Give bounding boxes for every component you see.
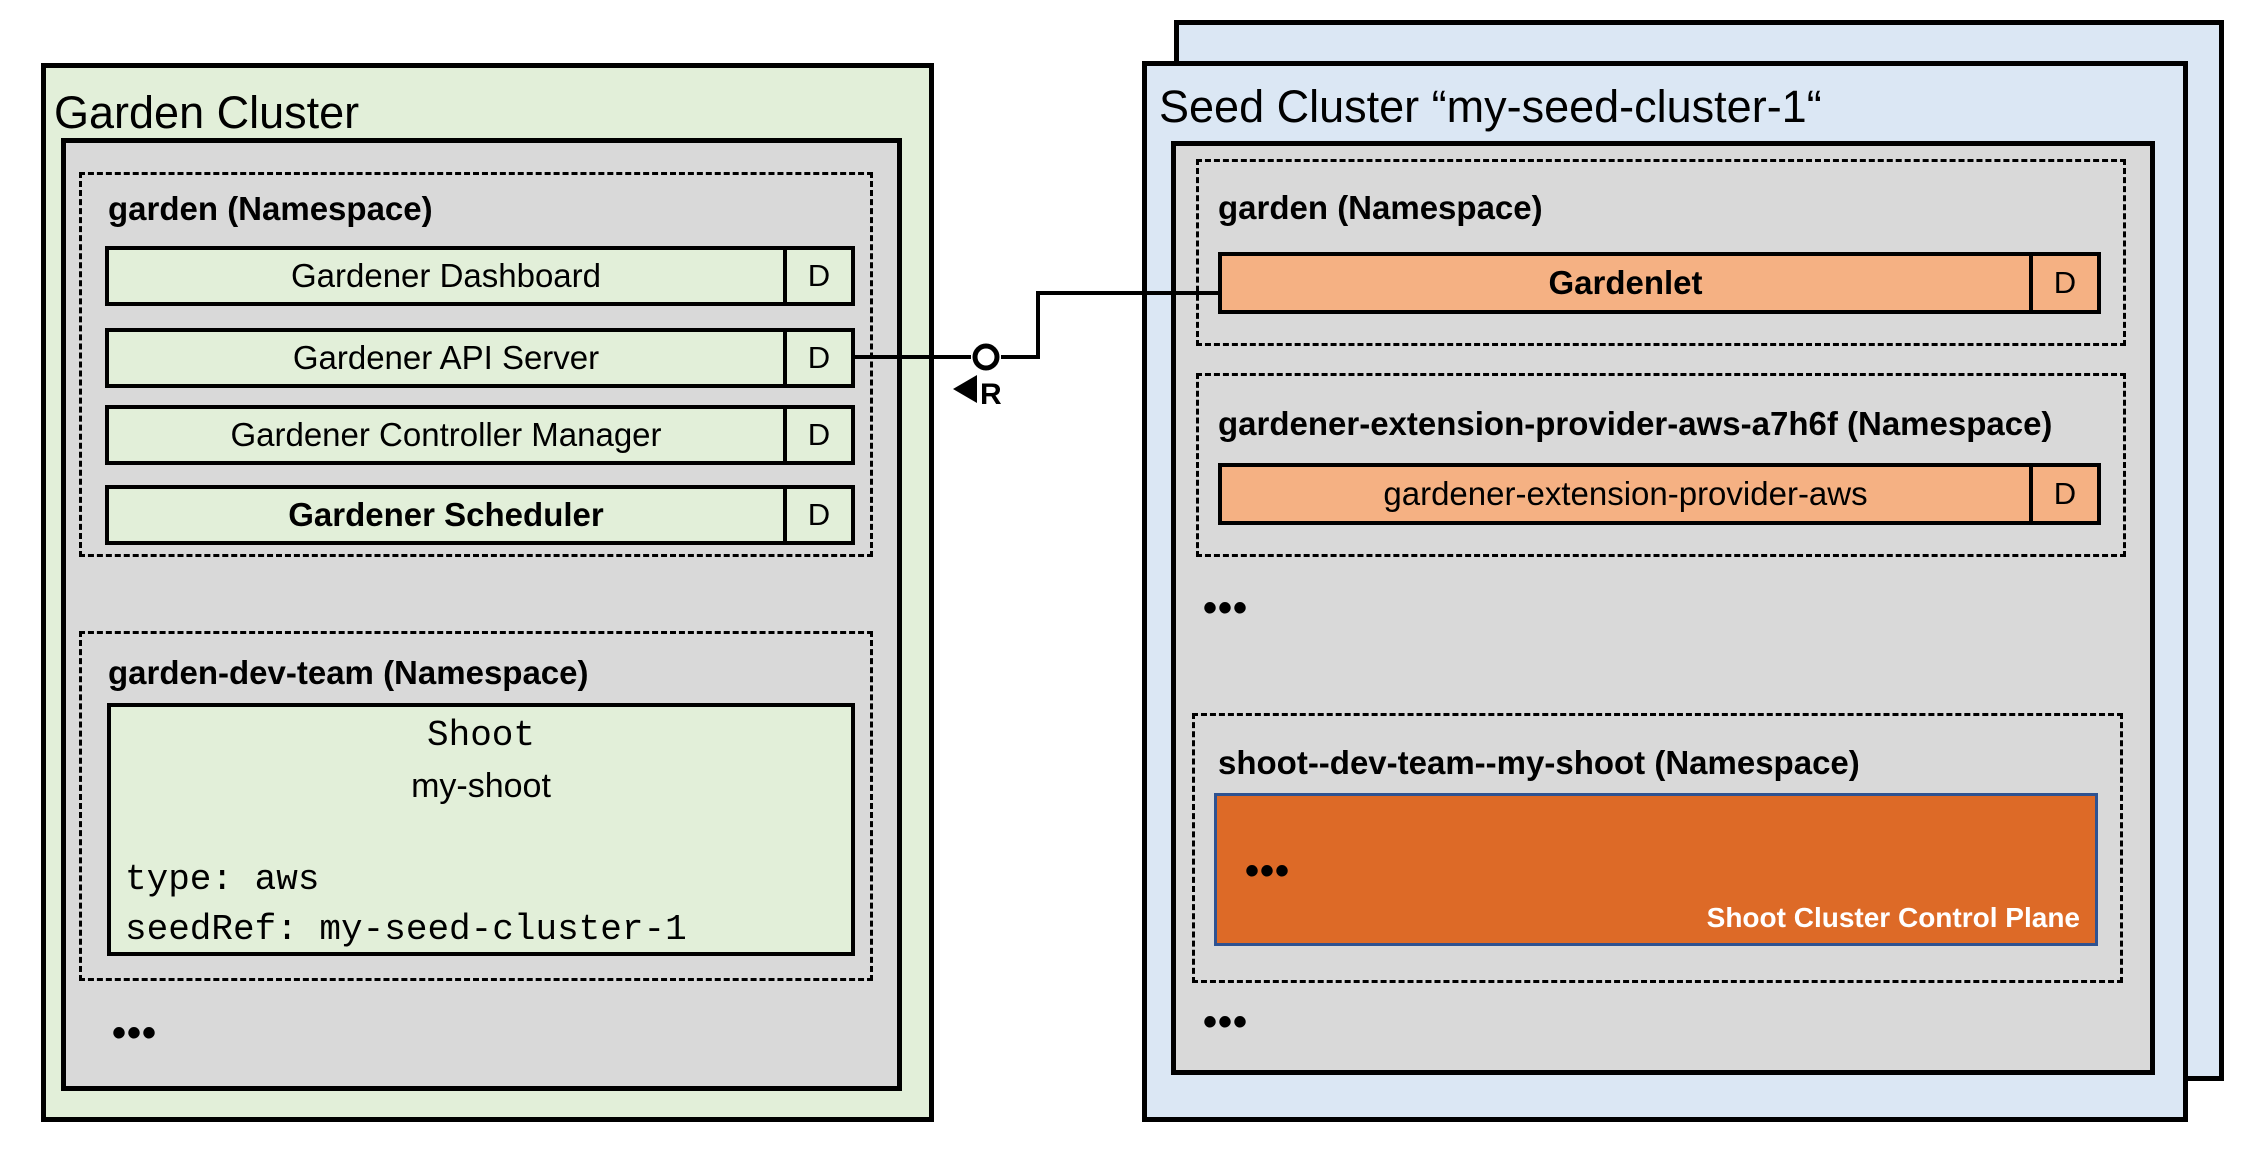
namespace-extension-provider-aws-header: gardener-extension-provider-aws-a7h6f (N… [1218, 405, 2053, 442]
namespace-garden-dev-team-header: garden-dev-team (Namespace) [108, 654, 589, 691]
garden-cluster-box: Garden Cluster garden (Namespace) Garden… [41, 63, 934, 1122]
deployment-badge: D [2029, 467, 2097, 521]
component-gardenlet: Gardenlet D [1218, 252, 2101, 314]
shoot-kind: Shoot [426, 715, 536, 756]
more-namespaces-ellipsis: ••• [1203, 1000, 1249, 1044]
component-gardener-dashboard: Gardener Dashboard D [105, 246, 855, 306]
deployment-badge: D [783, 489, 851, 541]
seed-cluster-title: Seed Cluster “my-seed-cluster-1“ [1159, 81, 1822, 132]
connector-label-r: R [980, 378, 1002, 411]
namespace-garden-left: garden (Namespace) Gardener Dashboard D … [79, 172, 873, 557]
namespace-garden-dev-team: garden-dev-team (Namespace) Shoot my-sho… [79, 631, 873, 981]
garden-cluster-panel: garden (Namespace) Gardener Dashboard D … [61, 138, 902, 1091]
namespace-shoot-dev-team-my-shoot-header: shoot--dev-team--my-shoot (Namespace) [1218, 744, 1860, 781]
namespace-garden-right-header: garden (Namespace) [1218, 189, 1543, 226]
more-namespaces-ellipsis: ••• [1203, 586, 1249, 630]
deployment-badge: D [783, 332, 851, 384]
deployment-badge: D [2029, 256, 2097, 310]
component-label: Gardener Dashboard [290, 257, 602, 294]
component-label: Gardener Scheduler [288, 496, 604, 533]
shoot-spec-type: type: aws [125, 859, 320, 900]
shoot-resource-box: Shoot my-shoot type: aws seedRef: my-see… [107, 703, 855, 956]
shoot-name: my-shoot [411, 767, 551, 805]
shoot-cluster-control-plane-box: ••• Shoot Cluster Control Plane [1214, 793, 2098, 946]
namespace-garden-left-header: garden (Namespace) [108, 190, 433, 227]
component-label: Gardenlet [1548, 264, 1703, 301]
control-plane-ellipsis: ••• [1245, 849, 1291, 893]
namespace-extension-provider-aws: gardener-extension-provider-aws-a7h6f (N… [1196, 373, 2126, 557]
direction-arrow-icon [953, 375, 977, 403]
namespace-garden-right: garden (Namespace) Gardenlet D [1196, 159, 2126, 346]
component-gardener-controller-manager: Gardener Controller Manager D [105, 405, 855, 465]
deployment-badge: D [783, 409, 851, 461]
interface-lollipop-circle [972, 343, 1000, 371]
control-plane-label: Shoot Cluster Control Plane [1706, 902, 2080, 933]
seed-cluster-panel: garden (Namespace) Gardenlet D gardener-… [1171, 141, 2155, 1075]
component-label: Gardener API Server [292, 339, 600, 376]
component-label: gardener-extension-provider-aws [1383, 475, 1868, 512]
garden-cluster-title: Garden Cluster [54, 87, 360, 138]
seed-cluster-box: Seed Cluster “my-seed-cluster-1“ garden … [1142, 61, 2188, 1122]
shoot-spec-seedref: seedRef: my-seed-cluster-1 [125, 909, 687, 950]
component-gardener-api-server: Gardener API Server D [105, 328, 855, 388]
more-namespaces-ellipsis: ••• [112, 1011, 158, 1055]
component-label: Gardener Controller Manager [230, 416, 662, 453]
component-gardener-scheduler: Gardener Scheduler D [105, 485, 855, 545]
component-gardener-extension-provider-aws: gardener-extension-provider-aws D [1218, 463, 2101, 525]
deployment-badge: D [783, 250, 851, 302]
namespace-shoot-dev-team-my-shoot: shoot--dev-team--my-shoot (Namespace) ••… [1192, 713, 2123, 983]
